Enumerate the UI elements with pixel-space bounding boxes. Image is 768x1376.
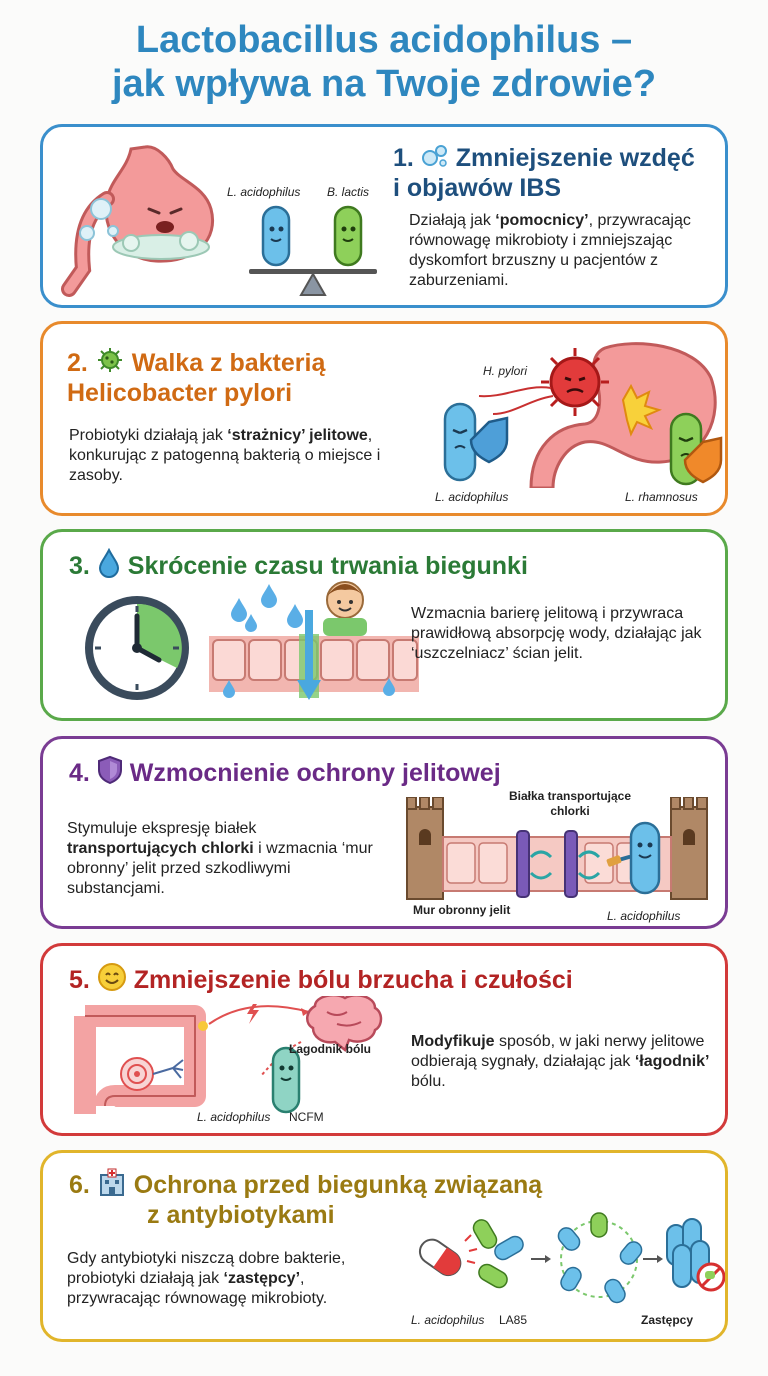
title-line-1: Lactobacillus acidophilus –: [135, 19, 633, 61]
card-5-text-bold: Modyfikuje: [411, 1033, 495, 1050]
label-l-acidophilus: L. acidophilus: [197, 1110, 271, 1124]
card-5-title-line-1: Zmniejszenie bólu brzucha i czułości: [133, 966, 573, 994]
card-6-number: 6.: [69, 1171, 90, 1199]
label-chloride-line-1: Białka transportujące: [508, 789, 632, 803]
label-l-rhamnosus: L. rhamnosus: [625, 490, 698, 504]
card-6-text-bold: ‘zastępcy’: [223, 1270, 301, 1287]
bubbles-icon: [421, 145, 447, 167]
card-3-number: 3.: [69, 552, 90, 580]
label-defense-wall: Mur obronny jelit: [413, 903, 511, 917]
label-l-acidophilus: L. acidophilus: [435, 490, 509, 504]
card-4-number: 4.: [69, 759, 90, 787]
card-5-text-post: bólu.: [411, 1073, 446, 1090]
card-6-text-post: , przywracając równowagę mikrobioty.: [67, 1270, 328, 1307]
card-1-text-bold: ‘pomocnicy’: [495, 212, 589, 229]
wall-protein-illustration: [406, 797, 708, 900]
card-2-title-line-2: Helicobacter pylori: [67, 379, 293, 407]
card-2-text-bold: ‘strażnicy’ jelitowe: [227, 427, 368, 444]
label-l-acidophilus: L. acidophilus: [411, 1313, 485, 1327]
card-2-number: 2.: [67, 349, 88, 377]
label-chloride-transport: Białka transportujące chlorki: [495, 789, 645, 819]
card-5-text-mid: sposób, w jaki nerwy jelitowe odbierają …: [411, 1033, 705, 1070]
card-1-text-post: , przywracając równowagę mikrobioty i zm…: [409, 212, 691, 289]
smile-icon: [97, 963, 126, 991]
card-h-pylori: 2. Walka z bakterią Helicobacter pylori …: [40, 321, 728, 516]
label-l-acidophilus: L. acidophilus: [227, 185, 301, 199]
shield-icon: [97, 755, 122, 785]
card-4-text-bold: transportujących chlorki: [67, 840, 254, 857]
hospital-icon: [99, 1168, 124, 1196]
card-1-title-line-2: i objawów IBS: [393, 174, 562, 202]
gut-brain-illustration: [74, 996, 383, 1114]
card-2-title: 2. Walka z bakterią Helicobacter pylori: [67, 346, 325, 408]
label-l-acidophilus: L. acidophilus: [607, 909, 681, 923]
card-3-title-line-1: Skrócenie czasu trwania biegunki: [127, 552, 528, 580]
card-6-text: Gdy antybiotyki niszczą dobre bakterie, …: [67, 1249, 397, 1309]
card-6-text-pre: Gdy antybiotyki niszczą dobre bakterie, …: [67, 1250, 346, 1287]
card-4-title: 4. Wzmocnienie ochrony jelitowej: [69, 755, 501, 788]
water-drop-icon: [98, 547, 119, 578]
card-diarrhea: 3. Skrócenie czasu trwania biegunki: [40, 529, 728, 721]
card-4-text-post: i wzmacnia ‘mur obronny’ jelit przed szk…: [67, 840, 373, 897]
card-1-text: Działają jak ‘pomocnicy’, przywracając r…: [409, 211, 721, 291]
card-1-number: 1.: [393, 144, 414, 172]
card-5-text: Modyfikuje sposób, w jaki nerwy jelitowe…: [411, 1032, 715, 1092]
label-la85: LA85: [499, 1313, 528, 1327]
card-5-text-bold-2: ‘łagodnik’: [634, 1053, 710, 1070]
antibiotic-replacement-illustration: [418, 1212, 725, 1304]
card-2-text: Probiotyki działają jak ‘strażnicy’ jeli…: [69, 426, 389, 486]
clock-illustration: [85, 596, 189, 700]
label-b-lactis: B. lactis: [327, 185, 370, 199]
page-title: Lactobacillus acidophilus – jak wpływa n…: [0, 18, 768, 106]
card-2-text-post: , konkurując z patogenną bakterią o miej…: [69, 427, 381, 484]
card-2-title-line-1: Walka z bakterią: [131, 349, 326, 377]
label-chloride-line-2: chlorki: [550, 804, 590, 818]
card-6-title-line-2: z antybiotykami: [147, 1201, 335, 1229]
label-replacements: Zastępcy: [641, 1313, 694, 1327]
intestinal-barrier-illustration: [209, 581, 419, 700]
label-pain-soother: Łagodnik bólu: [289, 1042, 371, 1056]
balance-bacteria-illustration: [249, 205, 377, 296]
card-4-text-pre: Stymuluje ekspresję białek: [67, 820, 257, 837]
card-6-title-line-1: Ochrona przed biegunką związaną: [133, 1171, 543, 1199]
card-2-text-pre: Probiotyki działają jak: [69, 427, 228, 444]
card-antibiotic-diarrhea: 6. Ochrona przed biegunką związaną z ant…: [40, 1150, 728, 1342]
label-h-pylori: H. pylori: [483, 364, 528, 378]
card-1-text-pre: Działają jak: [409, 212, 496, 229]
card-5-title: 5. Zmniejszenie bólu brzucha i czułości: [69, 962, 573, 995]
card-abdominal-pain: 5. Zmniejszenie bólu brzucha i czułości …: [40, 943, 728, 1136]
card-bloating-ibs: L. acidophilus B. lactis 1. Zmniejszenie…: [40, 124, 728, 308]
card-4-text: Stymuluje ekspresję białek transportując…: [67, 819, 379, 899]
label-ncfm: NCFM: [289, 1110, 324, 1124]
card-5-number: 5.: [69, 966, 90, 994]
card-3-text: Wzmacnia barierę jelitową i przywraca pr…: [411, 605, 702, 662]
stomach-illustration: [61, 145, 214, 297]
card-1-title: 1. Zmniejszenie wzdęć i objawów IBS: [393, 143, 695, 203]
title-line-2: jak wpływa na Twoje zdrowie?: [111, 63, 657, 105]
card-6-title: 6. Ochrona przed biegunką związaną z ant…: [69, 1167, 542, 1230]
bacterium-icon: [97, 348, 122, 372]
card-4-title-line-1: Wzmocnienie ochrony jelitowej: [129, 759, 501, 787]
h-pylori-battle-illustration: [443, 342, 723, 488]
card-intestinal-protection: 4. Wzmocnienie ochrony jelitowej Stymulu…: [40, 736, 728, 929]
card-1-title-line-1: Zmniejszenie wzdęć: [455, 144, 695, 172]
card-3-title: 3. Skrócenie czasu trwania biegunki: [69, 547, 528, 581]
